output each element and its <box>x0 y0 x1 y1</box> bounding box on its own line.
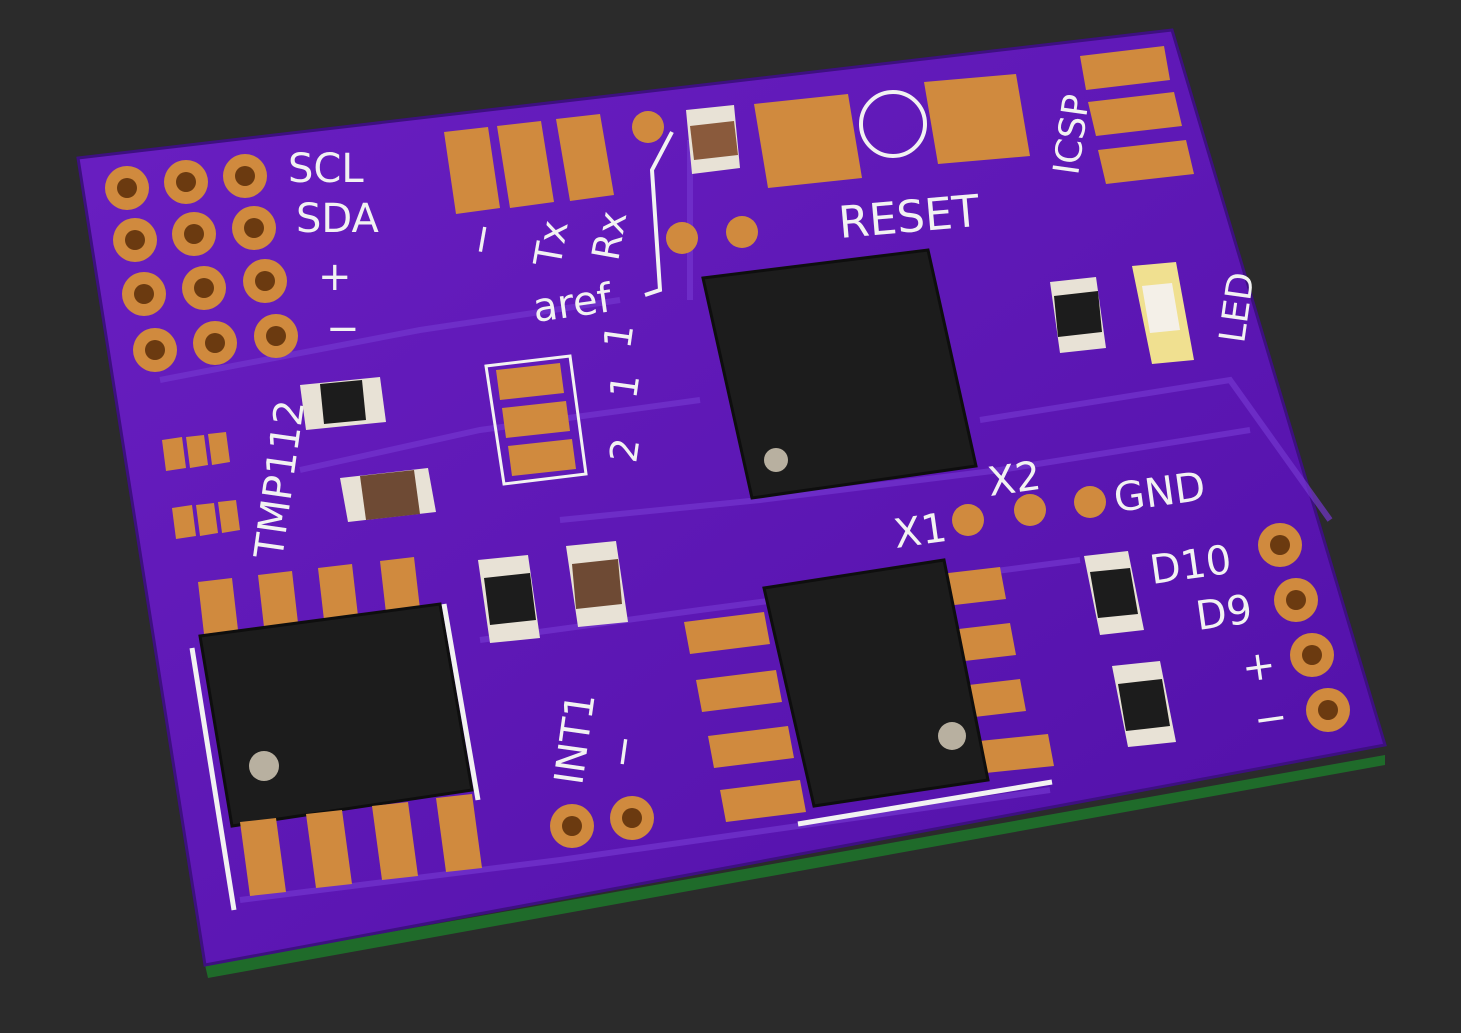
gnd-pad <box>1074 486 1106 518</box>
aref-silk-line <box>644 131 674 297</box>
header-pins-right <box>1258 523 1350 732</box>
tmp112-pads <box>162 432 240 539</box>
label-minus-left: − <box>326 306 360 352</box>
label-plus-right: + <box>1239 642 1279 692</box>
soic-chip-right <box>762 558 990 808</box>
label-x1: X1 <box>891 505 950 558</box>
label-reset: RESET <box>837 186 982 249</box>
header-pins-left <box>105 154 298 372</box>
soic-chip-left-pins-bottom <box>240 794 482 896</box>
resistor-int1 <box>478 555 540 643</box>
silk-outline-left-chip-right <box>441 603 481 801</box>
top-capacitor <box>686 105 740 174</box>
gnd-bottom-pad-hole <box>622 808 642 828</box>
label-d10: D10 <box>1147 537 1234 594</box>
tmp-resistor <box>300 377 386 430</box>
reset-button-circle <box>859 90 927 158</box>
via-pad-1 <box>666 222 698 254</box>
reset-pad-left <box>754 94 862 188</box>
via-pad-2 <box>726 216 758 248</box>
traces <box>159 140 1333 903</box>
led-resistor <box>1050 277 1106 353</box>
label-rx: Rx <box>584 208 636 264</box>
label-minus-right: − <box>1251 694 1291 744</box>
x2-pad <box>1014 494 1046 526</box>
icsp-pads <box>1080 46 1194 184</box>
label-aref: aref <box>530 275 615 332</box>
solder-jumper <box>484 354 588 486</box>
silk-outline-right-chip <box>797 779 1053 827</box>
label-tx: Tx <box>525 217 576 271</box>
x1-pad <box>952 504 984 536</box>
tmp-capacitor <box>340 468 436 522</box>
label-scl: SCL <box>288 146 364 192</box>
label-led: LED <box>1212 270 1262 346</box>
microcontroller-qfn <box>701 248 978 500</box>
uart-pads <box>444 114 614 214</box>
int1-pad-hole <box>562 816 582 836</box>
label-sda: SDA <box>296 196 379 242</box>
led-component <box>1132 262 1194 364</box>
label-dash-left: − <box>457 219 508 260</box>
resistor-d10 <box>1084 551 1144 635</box>
label-minus-bottom: − <box>598 732 648 772</box>
reset-pad-right <box>924 74 1030 164</box>
aref-pad <box>632 111 664 143</box>
soic-chip-left-pins-top <box>198 557 420 634</box>
soic-chip-left <box>198 602 474 828</box>
capacitor-int1 <box>566 541 628 627</box>
resistor-d9 <box>1112 661 1176 747</box>
label-plus-left: + <box>318 254 352 300</box>
board-side <box>205 755 1385 978</box>
soic-chip-right-pins <box>684 567 1054 822</box>
silk-outline-left-chip <box>189 647 237 911</box>
label-d9: D9 <box>1193 587 1255 640</box>
